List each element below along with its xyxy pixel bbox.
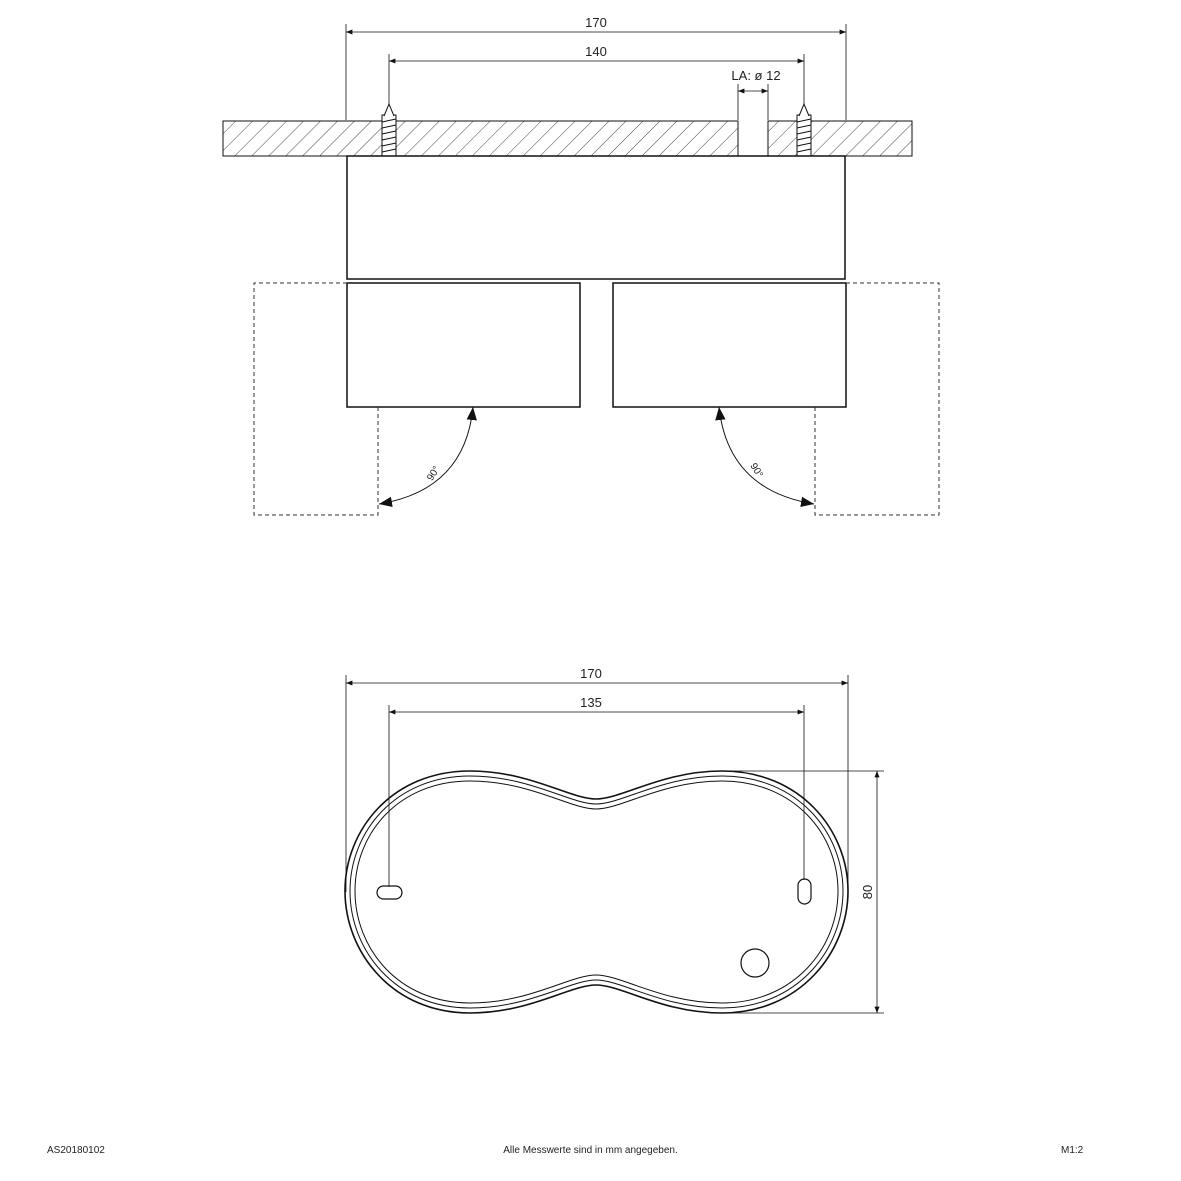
rotation-arc-right [715,406,815,508]
scale-label: M1:2 [1061,1145,1084,1156]
top-view: 170 135 80 [344,666,884,1014]
screw-left-icon [381,102,397,158]
base-housing [346,155,846,280]
angle-label-right: 90° [747,461,764,480]
dimension-135: 135 [388,695,805,887]
mounting-slot-left [376,885,403,900]
mounting-slot-right [797,878,812,905]
dimension-170-side: 170 [345,15,847,120]
rotation-arc-left [378,406,477,508]
dimension-80-label: 80 [860,885,875,899]
dimension-135-label: 135 [580,695,602,710]
dimension-cable-entry: LA: ø 12 [731,68,781,120]
article-number: AS20180102 [47,1145,105,1156]
dimension-170-side-label: 170 [585,15,607,30]
cable-entry-hole [740,948,770,978]
dimension-cable-entry-label: LA: ø 12 [731,68,780,83]
dimension-140-label: 140 [585,44,607,59]
dimension-170-top: 170 [345,666,849,892]
dimension-80: 80 [722,770,884,1014]
screw-right-icon [796,102,812,158]
spot-head-right [612,282,847,408]
canopy-outline [344,770,849,1014]
dimension-140: 140 [388,44,805,104]
measurement-note: Alle Messwerte sind in mm angegeben. [503,1145,678,1156]
side-view: 90° 90° 170 140 LA: ø 12 [222,15,940,516]
ceiling [222,120,913,157]
dimension-170-top-label: 170 [580,666,602,681]
spot-head-left [346,282,581,408]
angle-label-left: 90° [425,464,442,483]
rotated-positions [253,282,940,516]
